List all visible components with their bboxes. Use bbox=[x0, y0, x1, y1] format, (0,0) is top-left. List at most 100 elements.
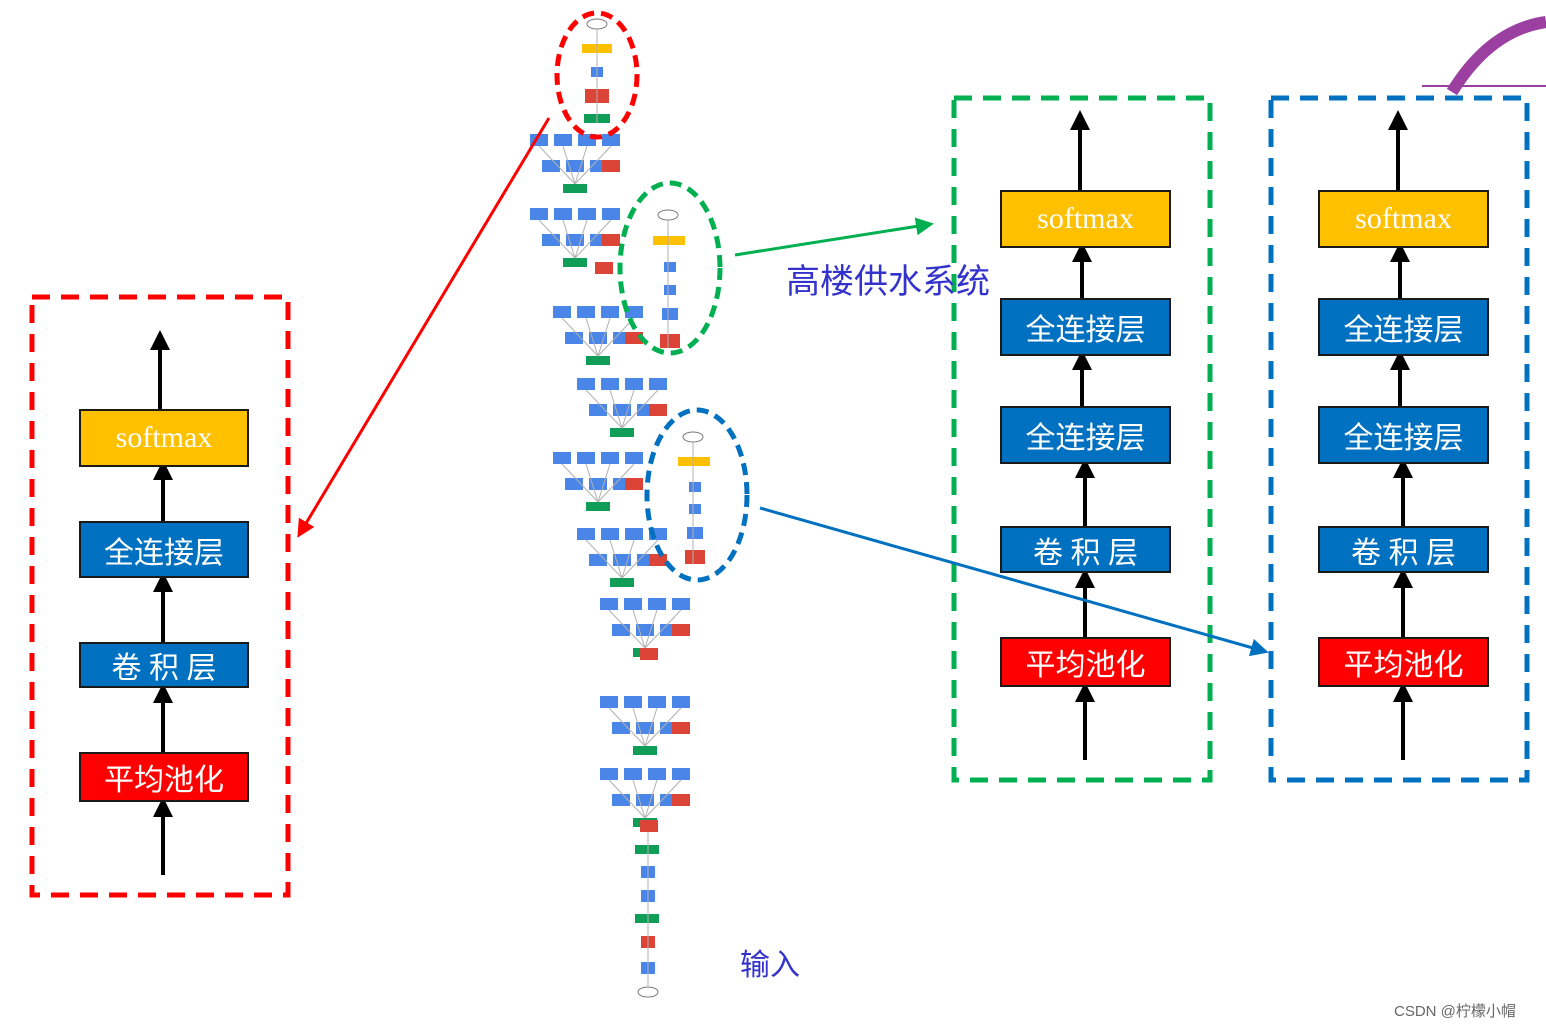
net-aux1-softmax-activation bbox=[653, 236, 685, 245]
net-inception-5-edge2 bbox=[621, 539, 635, 579]
net-inception-6-conv-a1 bbox=[624, 598, 642, 610]
net-inception-8-conv-a2 bbox=[648, 768, 666, 780]
net-inception-4-conv-b1 bbox=[589, 478, 607, 490]
net-inception-8-pool bbox=[672, 794, 690, 806]
net-inception-6-pool bbox=[672, 624, 690, 636]
middle-panel-frame bbox=[951, 95, 1213, 783]
net-inception-7-edge0 bbox=[608, 707, 646, 747]
net-inception-7-conv-a1 bbox=[624, 696, 642, 708]
red-connector-arrow bbox=[297, 117, 551, 538]
middle-fc-box-2: 全连接层 bbox=[1000, 406, 1171, 464]
net-inception-1-conv-b1 bbox=[566, 234, 584, 246]
net-inception-0-edge2 bbox=[574, 145, 588, 185]
left-softmax-box: softmax bbox=[79, 409, 249, 467]
net-inception-1-edge0 bbox=[538, 219, 576, 259]
net-aux2-avgpool bbox=[685, 550, 705, 564]
net-inception-7-conv-a2 bbox=[648, 696, 666, 708]
net-inception-7-edge2 bbox=[644, 707, 658, 747]
net-inception-2-conv-a1 bbox=[577, 306, 595, 318]
right-fc-box-2: 全连接层 bbox=[1318, 406, 1489, 464]
net-inception-7-edge1 bbox=[632, 707, 646, 747]
net-aux2-fc-1 bbox=[689, 482, 701, 492]
logo-arc bbox=[1422, 16, 1546, 96]
net-inception-2-edge2 bbox=[597, 317, 611, 357]
right-softmax-box: softmax bbox=[1318, 190, 1489, 248]
net-aux1-conv bbox=[662, 308, 678, 320]
red-highlight-ellipse bbox=[554, 10, 640, 140]
net-inception-3-conv-a1 bbox=[601, 378, 619, 390]
net-inception-2-conv-a3 bbox=[625, 306, 643, 318]
net-inception-8-edge2 bbox=[644, 779, 658, 819]
net-inception-6-edge1 bbox=[632, 609, 646, 649]
net-inception-3-conv-b1 bbox=[613, 404, 631, 416]
net-inception-8-conv-b1 bbox=[636, 794, 654, 806]
net-inception-4-conv-a2 bbox=[601, 452, 619, 464]
net-inception-2-conv-a2 bbox=[601, 306, 619, 318]
net-input-node bbox=[637, 986, 659, 998]
net-aux1-softmax-node bbox=[657, 209, 679, 221]
net-inception-8-conv-a0 bbox=[600, 768, 618, 780]
net-inception-0-edge3 bbox=[574, 145, 612, 185]
net-inception-4-edge2 bbox=[597, 463, 611, 503]
net-inception-5-edge1 bbox=[609, 539, 623, 579]
net-inception-5-conv-a2 bbox=[625, 528, 643, 540]
middle-conv-box: 卷 积 层 bbox=[1000, 526, 1171, 573]
net-inception-6-edge0 bbox=[608, 609, 646, 649]
net-inception-8-edge3 bbox=[644, 779, 682, 819]
net-inception-1-conv-a3 bbox=[602, 208, 620, 220]
right-conv-box: 卷 积 层 bbox=[1318, 526, 1489, 573]
blue-connector-arrow bbox=[759, 506, 1269, 657]
left-panel-frame bbox=[29, 294, 291, 898]
watermark: CSDN @柠檬小帽 bbox=[1394, 1003, 1516, 1020]
middle-flow-arrows bbox=[1070, 110, 1095, 760]
net-inception-0-conv-a3 bbox=[602, 134, 620, 146]
net-inception-8-edge1 bbox=[632, 779, 646, 819]
net-inception-5-conv-b1 bbox=[613, 554, 631, 566]
net-inception-1-pool bbox=[602, 234, 620, 246]
net-inception-6-conv-b1 bbox=[636, 624, 654, 636]
net-inception-2-pool bbox=[625, 332, 643, 344]
green-highlight-ellipse bbox=[617, 180, 723, 356]
net-inception-6-edge2 bbox=[644, 609, 658, 649]
net-inception-7-pool bbox=[672, 722, 690, 734]
net-inception-2-edge1 bbox=[585, 317, 599, 357]
net-inception-5-edge0 bbox=[585, 539, 623, 579]
right-avgpool-box: 平均池化 bbox=[1318, 637, 1489, 687]
net-inception-4-conv-a1 bbox=[577, 452, 595, 464]
net-top-softmax-node bbox=[586, 18, 608, 30]
green-connector-arrow bbox=[734, 217, 934, 257]
net-aux2-softmax-node bbox=[682, 431, 704, 443]
net-inception-3-edge2 bbox=[621, 389, 635, 429]
left-fc-box: 全连接层 bbox=[79, 521, 249, 578]
net-inception-4-pool bbox=[625, 478, 643, 490]
net-inception-0-conv-b1 bbox=[566, 160, 584, 172]
net-inception-2-conv-a0 bbox=[553, 306, 571, 318]
left-flow-arrows bbox=[150, 330, 173, 875]
left-conv-box: 卷 积 层 bbox=[79, 642, 249, 688]
net-inception-5-concat bbox=[610, 578, 634, 587]
net-inception-8-conv-a1 bbox=[624, 768, 642, 780]
net-inception-0-conv-a1 bbox=[554, 134, 572, 146]
net-inception-3-edge1 bbox=[609, 389, 623, 429]
net-inception-3-conv-a0 bbox=[577, 378, 595, 390]
input-label: 输入 bbox=[740, 948, 800, 983]
net-maxpool-1 bbox=[595, 262, 613, 274]
net-inception-1-conv-a2 bbox=[578, 208, 596, 220]
net-inception-4-conv-a0 bbox=[553, 452, 571, 464]
net-maxpool-3 bbox=[640, 820, 658, 832]
net-maxpool-2 bbox=[640, 648, 658, 660]
blue-highlight-ellipse bbox=[644, 407, 750, 583]
net-inception-3-pool bbox=[649, 404, 667, 416]
net-inception-4-concat bbox=[586, 502, 610, 511]
right-flow-arrows bbox=[1388, 110, 1413, 760]
net-inception-7-conv-a3 bbox=[672, 696, 690, 708]
net-inception-4-edge3 bbox=[597, 463, 635, 503]
water-supply-caption: 高楼供水系统 bbox=[786, 262, 990, 302]
net-inception-6-edge3 bbox=[644, 609, 682, 649]
net-aux2-softmax-activation bbox=[678, 457, 710, 466]
net-inception-3-conv-a3 bbox=[649, 378, 667, 390]
net-inception-0-pool bbox=[602, 160, 620, 172]
net-aux1-avgpool bbox=[660, 334, 680, 348]
net-inception-3-edge3 bbox=[621, 389, 659, 429]
